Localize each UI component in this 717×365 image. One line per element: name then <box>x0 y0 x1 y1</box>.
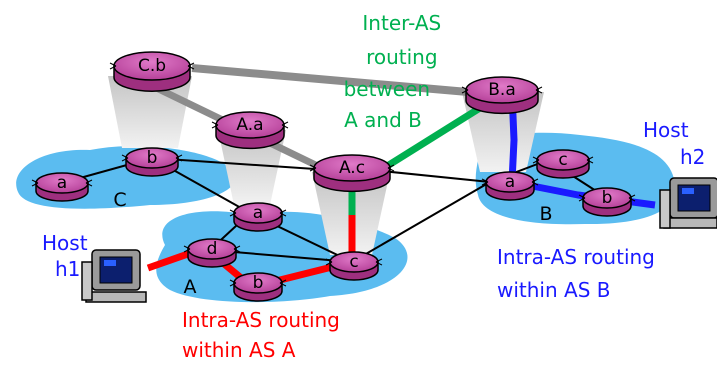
router-a-c: A.c <box>309 154 395 193</box>
as-c-label: C <box>113 189 126 211</box>
intra-b-caption: Intra-AS routing within AS B <box>497 245 661 302</box>
as-a-label: A <box>184 276 197 298</box>
host-h1-icon <box>81 249 147 303</box>
intra-a-caption-line1: Intra-AS routing <box>182 308 340 332</box>
router-b-b-local: b <box>578 187 636 217</box>
router-label-b-c-local: c <box>558 150 567 170</box>
router-label-b-b-local: b <box>602 188 613 208</box>
host-h1-label-line1: Host <box>42 231 88 255</box>
router-b-a-local: a <box>481 171 539 201</box>
router-c-a-local: a <box>31 172 93 202</box>
router-label-c-b: C.b <box>138 56 166 76</box>
as-b-label: B <box>539 203 552 225</box>
host-h2-label-line2: h2 <box>680 145 705 169</box>
inter-as-caption-line3: between <box>344 77 430 101</box>
host-h1-label-line2: h1 <box>55 257 80 281</box>
router-label-a-a-local: a <box>253 203 263 223</box>
host-h2-icon <box>659 177 717 229</box>
router-a-a-local: a <box>229 202 287 232</box>
router-label-a-a: A.a <box>236 115 263 135</box>
inter-as-caption-line2: routing <box>366 45 437 69</box>
router-a-d-local: d <box>183 238 241 268</box>
intra-b-caption-line2: within AS B <box>497 278 610 302</box>
router-label-a-c: A.c <box>339 158 365 178</box>
router-label-a-b-local: b <box>253 273 264 293</box>
router-b-c-local: c <box>532 149 594 179</box>
router-label-b-a-local: a <box>505 172 515 192</box>
intra-a-caption: Intra-AS routing within AS A <box>182 308 346 362</box>
link-cb-ba <box>191 64 469 96</box>
router-label-c-b-local: b <box>147 148 158 168</box>
intra-a-caption-line2: within AS A <box>182 338 296 362</box>
router-label-c-a-local: a <box>57 173 67 193</box>
router-c-b: C.b <box>109 51 195 92</box>
cone-a-a <box>218 130 286 205</box>
router-label-a-d-local: d <box>207 239 218 259</box>
intra-b-caption-line1: Intra-AS routing <box>497 245 655 269</box>
inter-as-caption: Inter-AS routing between A and B <box>344 11 448 132</box>
router-a-c-local: c <box>325 251 383 281</box>
router-label-a-c-local: c <box>349 252 358 272</box>
router-a-b-local: b <box>229 272 287 302</box>
inter-as-caption-line1: Inter-AS <box>362 11 441 35</box>
router-label-b-a: B.a <box>488 80 515 100</box>
host-h2-label-line1: Host <box>643 118 689 142</box>
inter-as-caption-line4: A and B <box>344 108 422 132</box>
routers: C.bA.aA.c B.a a b a d b c a c b <box>31 51 636 302</box>
router-a-a: A.a <box>211 111 289 150</box>
router-b-a: B.a <box>461 76 543 115</box>
router-c-b-local: b <box>121 147 183 177</box>
